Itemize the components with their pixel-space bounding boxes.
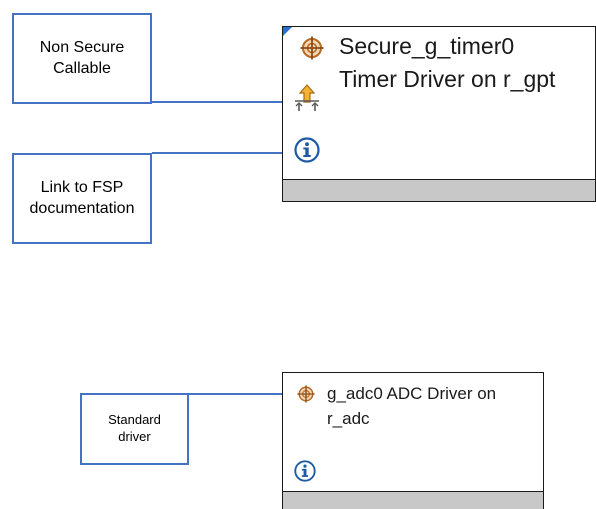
info-icon[interactable] xyxy=(294,460,316,482)
crosshair-target-icon xyxy=(297,385,315,403)
callout-non-secure-callable: Non Secure Callable xyxy=(12,13,152,104)
callout-non-secure-callable-text: Non Secure Callable xyxy=(39,38,125,77)
info-icon[interactable] xyxy=(294,137,320,163)
callout-standard-driver: Standard driver xyxy=(80,393,189,465)
corner-marker-icon xyxy=(283,27,292,36)
callout-link-to-fsp: Link to FSP documentation xyxy=(12,153,152,244)
module-block-secure-timer[interactable] xyxy=(282,26,596,202)
module-block-footer xyxy=(283,491,543,509)
connector-fsp-link xyxy=(152,152,285,154)
module-block-adc[interactable] xyxy=(282,372,544,509)
module-name-adc-line2: r_adc xyxy=(327,409,370,428)
callout-link-to-fsp-text: Link to FSP documentation xyxy=(29,178,135,217)
non-secure-callable-arrow-icon[interactable] xyxy=(293,84,321,112)
connector-standard-driver xyxy=(189,393,288,395)
module-description-secure-timer: Timer Driver on r_gpt xyxy=(339,66,556,92)
connector-nsc xyxy=(152,101,285,103)
crosshair-target-icon xyxy=(300,36,324,60)
module-name-adc: g_adc0 ADC Driver on xyxy=(327,384,497,403)
module-name-secure-timer: Secure_g_timer0 xyxy=(339,33,515,59)
callout-standard-driver-text: Standard driver xyxy=(108,412,161,444)
module-block-footer xyxy=(283,179,595,201)
